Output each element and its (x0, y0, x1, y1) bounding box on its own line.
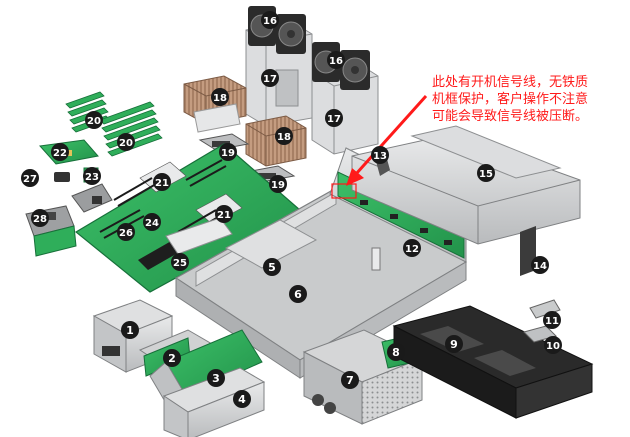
callout-number-12: 12 (405, 244, 419, 255)
callout-number-15: 15 (479, 169, 493, 180)
callout-number-21: 21 (217, 210, 231, 221)
callout-number-14: 14 (533, 261, 547, 272)
callout-badge-20 (85, 111, 103, 129)
callout-badge-27 (21, 169, 39, 187)
callout-number-8: 8 (392, 346, 400, 359)
callout-badge-5 (263, 258, 281, 276)
air-duct (224, 219, 318, 269)
callout-badge-19 (219, 143, 237, 161)
callout-number-24: 24 (145, 218, 159, 229)
callout-arrow (346, 94, 428, 186)
callout-number-26: 26 (119, 228, 133, 239)
callout-badge-26 (117, 223, 135, 241)
callout-badge-2 (163, 349, 181, 367)
latch-11 (529, 299, 561, 319)
callout-number-9: 9 (450, 338, 458, 351)
callout-number-25: 25 (173, 258, 187, 269)
callout-number-16: 16 (329, 56, 343, 67)
callout-badge-12 (403, 239, 421, 257)
callout-badge-6 (289, 285, 307, 303)
callout-badge-4 (233, 390, 251, 408)
callout-number-2: 2 (168, 352, 176, 365)
callout-badge-20 (117, 133, 135, 151)
callout-number-10: 10 (546, 341, 560, 352)
callout-badge-14 (531, 256, 549, 274)
callout-number-16: 16 (263, 16, 277, 27)
cable-connector (71, 183, 113, 213)
callout-badge-18 (211, 88, 229, 106)
riser-bracket-25 (165, 217, 233, 255)
callout-badge-8 (387, 343, 405, 361)
callout-number-11: 11 (545, 316, 559, 327)
callout-badge-21 (153, 173, 171, 191)
callout-number-3: 3 (212, 372, 220, 385)
callout-number-20: 20 (119, 138, 133, 149)
callout-number-21: 21 (155, 178, 169, 189)
callout-badge-11 (543, 311, 561, 329)
callout-number-23: 23 (85, 172, 99, 183)
dimm-bank (65, 91, 163, 157)
callout-badge-24 (143, 213, 161, 231)
callout-badge-28 (31, 209, 49, 227)
callout-badge-16 (327, 51, 345, 69)
callout-number-19: 19 (221, 148, 235, 159)
warning-callout-text: 此处有开机信号线，无铁质 机框保护，客户操作不注意 可能会导致信号线被压断。 (432, 75, 589, 124)
cpu-socket-left (198, 133, 250, 151)
callout-badge-16 (261, 11, 279, 29)
top-cover (351, 125, 581, 245)
callout-number-22: 22 (53, 148, 67, 159)
callout-badge-1 (121, 321, 139, 339)
callout-number-18: 18 (213, 93, 227, 104)
callout-number-5: 5 (268, 261, 276, 274)
heatsink-right (245, 115, 307, 167)
callout-number-20: 20 (87, 116, 101, 127)
callout-badge-3 (207, 369, 225, 387)
callout-badge-23 (83, 167, 101, 185)
callout-number-13: 13 (373, 151, 387, 162)
callout-number-18: 18 (277, 132, 291, 143)
callout-number-17: 17 (263, 74, 277, 85)
callout-badge-15 (477, 164, 495, 182)
callout-badge-9 (445, 335, 463, 353)
callout-badge-17 (325, 109, 343, 127)
callout-badge-10 (544, 336, 562, 354)
rear-air-baffle (392, 305, 594, 419)
callout-number-28: 28 (33, 214, 47, 225)
tpm-module-27 (54, 172, 70, 182)
callout-badge-19 (269, 175, 287, 193)
callout-badge-21 (215, 205, 233, 223)
callout-badge-13 (371, 146, 389, 164)
callout-badge-7 (341, 371, 359, 389)
callout-number-27: 27 (23, 174, 37, 185)
callout-number-6: 6 (294, 288, 302, 301)
callout-number-17: 17 (327, 114, 341, 125)
callout-number-7: 7 (346, 374, 354, 387)
callout-badge-25 (171, 253, 189, 271)
callout-badge-18 (275, 127, 293, 145)
callout-number-1: 1 (126, 324, 134, 337)
callout-badge-22 (51, 143, 69, 161)
callout-badge-17 (261, 69, 279, 87)
callout-number-19: 19 (271, 180, 285, 191)
callout-number-4: 4 (238, 393, 246, 406)
